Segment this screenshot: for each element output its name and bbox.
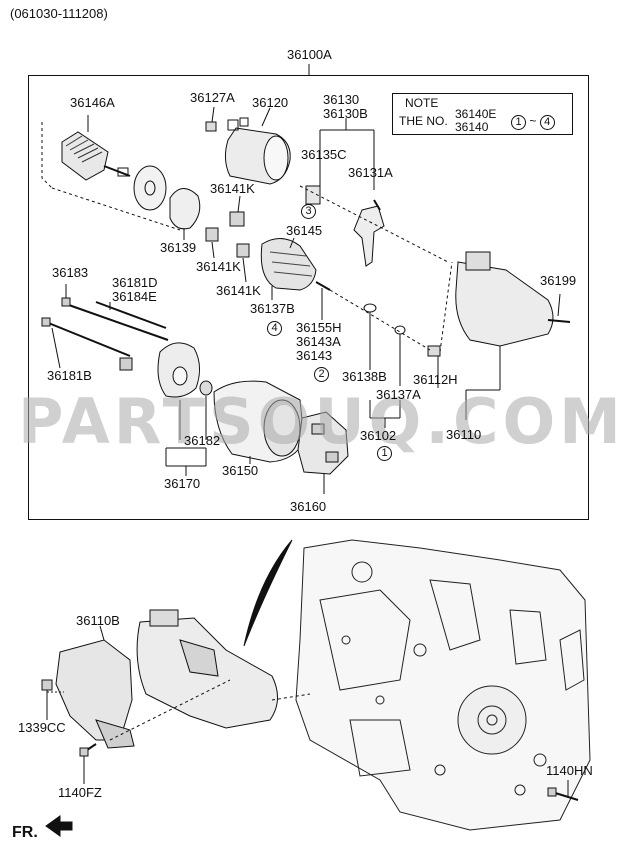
note-range-end: 4	[539, 115, 555, 130]
note-line: THE NO.	[399, 114, 448, 128]
part-label[interactable]: 36143A	[296, 334, 341, 349]
part-label[interactable]: 36150	[222, 463, 259, 478]
part-label[interactable]: 36146A	[70, 95, 115, 110]
part-label[interactable]: 36131A	[348, 165, 393, 180]
note-range: 1 ~ 4	[511, 114, 555, 130]
circled-ref: 3	[298, 203, 316, 219]
part-label[interactable]: 36141K	[196, 259, 241, 274]
part-label[interactable]: 36141K	[216, 283, 261, 298]
part-label[interactable]: 36182	[184, 433, 221, 448]
circled-ref: 4	[264, 320, 282, 336]
note-ref-text: 36140E 36140	[455, 107, 497, 134]
part-label[interactable]: 36112H	[413, 372, 458, 387]
part-label[interactable]: 1140FZ	[58, 785, 102, 800]
armature-drawing	[61, 131, 131, 181]
part-label[interactable]: 36130	[323, 92, 360, 107]
part-label[interactable]: 36145	[286, 223, 323, 238]
part-label[interactable]: 36160	[290, 499, 327, 514]
assembly-frame	[28, 75, 589, 520]
part-label[interactable]: 36139	[160, 240, 197, 255]
note-range-sep: ~	[529, 114, 537, 128]
part-label[interactable]: 1339CC	[18, 720, 66, 735]
watermark: PARTSOUQ.COM	[18, 385, 620, 458]
part-label[interactable]: 36181D	[112, 275, 158, 290]
part-label[interactable]: 36138B	[342, 369, 387, 384]
part-label[interactable]: 36143	[296, 348, 333, 363]
date-range: (061030-111208)	[10, 6, 108, 21]
part-label[interactable]: 36170	[164, 476, 201, 491]
part-label[interactable]: 36110	[446, 427, 482, 442]
part-label[interactable]: 36137B	[250, 301, 295, 316]
part-label[interactable]: 36135C	[301, 147, 347, 162]
part-label[interactable]: 36184E	[112, 289, 157, 304]
note-refs: 36140E 36140	[455, 108, 496, 134]
part-label[interactable]: 36102	[360, 428, 397, 443]
circled-ref: 1	[374, 445, 392, 461]
part-label[interactable]: 1140HN	[546, 763, 593, 778]
note-box: NOTE THE NO. 36140E 36140 1 ~ 4	[392, 93, 573, 135]
circled-ref: 2	[311, 366, 329, 382]
engine-block-drawing	[295, 539, 591, 831]
part-label[interactable]: 36130B	[323, 106, 368, 121]
part-label[interactable]: 36120	[252, 95, 289, 110]
front-direction-label: FR.	[12, 824, 38, 841]
note-range-start: 1	[511, 115, 526, 130]
front-arrow-icon	[46, 814, 74, 838]
part-label[interactable]: 36199	[540, 273, 577, 288]
part-label[interactable]: 36183	[52, 265, 89, 280]
part-label[interactable]: 36110B	[76, 613, 120, 628]
part-label[interactable]: 36181B	[47, 368, 92, 383]
note-title: NOTE	[405, 96, 439, 110]
assembly-label: 36100A	[287, 47, 332, 62]
part-label[interactable]: 36141K	[210, 181, 255, 196]
part-label[interactable]: 36137A	[376, 387, 421, 402]
part-label[interactable]: 36155H	[296, 320, 342, 335]
part-label[interactable]: 36127A	[190, 90, 235, 105]
